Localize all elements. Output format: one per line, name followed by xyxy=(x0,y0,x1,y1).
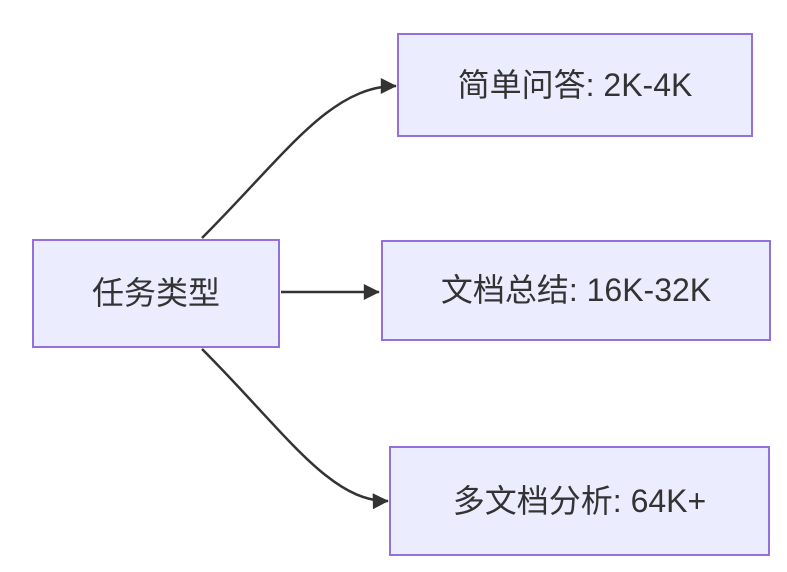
node-doc-summary: 文档总结: 16K-32K xyxy=(381,240,771,341)
edge-task-type-to-simple-qa xyxy=(201,78,397,239)
node-task-type-label: 任务类型 xyxy=(91,275,220,312)
node-simple-qa: 简单问答: 2K-4K xyxy=(397,33,753,137)
node-doc-summary-label: 文档总结: 16K-32K xyxy=(440,272,712,309)
node-multi-doc-analysis-label: 多文档分析: 64K+ xyxy=(452,482,707,519)
node-task-type: 任务类型 xyxy=(32,239,280,348)
edge-task-type-to-multi-doc xyxy=(201,348,389,510)
node-multi-doc-analysis: 多文档分析: 64K+ xyxy=(389,446,770,556)
node-simple-qa-label: 简单问答: 2K-4K xyxy=(457,66,693,103)
